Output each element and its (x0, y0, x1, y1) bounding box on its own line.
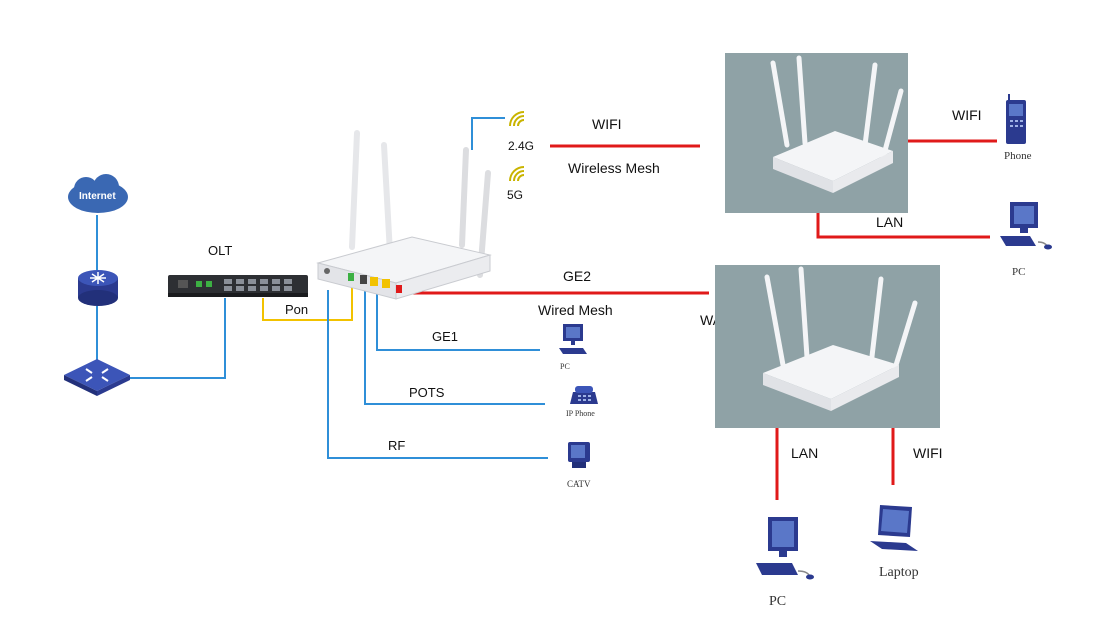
antenna-feed-24g (471, 117, 505, 150)
mesh-router-top-panel (725, 53, 908, 213)
band-5g-label: 5G (507, 188, 524, 202)
ge1-label: GE1 (432, 329, 459, 344)
olt-label: OLT (208, 243, 233, 258)
internet-cloud-icon (68, 174, 128, 213)
pc-icon (559, 324, 587, 354)
band-24g-label: 2.4G (508, 139, 535, 153)
olt-device-icon (168, 275, 308, 297)
mesh-router-bottom-panel (715, 265, 940, 428)
pc-bottom-icon (756, 517, 814, 580)
switch-icon (64, 359, 130, 396)
laptop-label: Laptop (879, 565, 919, 580)
ge2-label: GE2 (563, 268, 592, 284)
pc-bottom-label: PC (769, 594, 787, 609)
wifi-5g-signal-icon (509, 166, 525, 182)
catv-label: CATV (567, 479, 591, 489)
mobile-phone-icon (1006, 94, 1026, 144)
pc-top-label: PC (1012, 266, 1026, 278)
catv-icon (568, 442, 590, 468)
wifi-label: WIFI (592, 116, 622, 132)
top-wifi-label: WIFI (952, 107, 982, 123)
internet-label: Internet (79, 191, 116, 202)
rf-link (327, 290, 548, 459)
wired-mesh-label: Wired Mesh (538, 302, 613, 318)
laptop-icon (870, 505, 918, 551)
bottom-wifi-label: WIFI (913, 445, 943, 461)
phone-label: Phone (1004, 150, 1032, 162)
top-lan-label: LAN (876, 214, 904, 230)
wifi-24g-signal-icon (509, 111, 525, 127)
pc-small-label: PC (560, 362, 570, 371)
pots-link (364, 290, 545, 405)
bottom-lan-label: LAN (791, 445, 819, 461)
ge1-link (376, 290, 540, 351)
ont-router-icon (316, 130, 492, 300)
router-icon (78, 270, 118, 306)
ip-phone-icon (570, 386, 598, 404)
rf-label: RF (388, 438, 406, 453)
ip-phone-label: IP Phone (566, 409, 595, 418)
switch-olt-link (130, 298, 226, 379)
wireless-mesh-label: Wireless Mesh (568, 160, 660, 176)
pc-top-icon (1000, 202, 1052, 250)
pots-label: POTS (409, 385, 445, 400)
mesh-router-bottom-icon (763, 266, 918, 411)
mesh-router-top-icon (770, 55, 904, 193)
pon-fiber-link (262, 285, 353, 321)
pon-label: Pon (285, 302, 309, 317)
